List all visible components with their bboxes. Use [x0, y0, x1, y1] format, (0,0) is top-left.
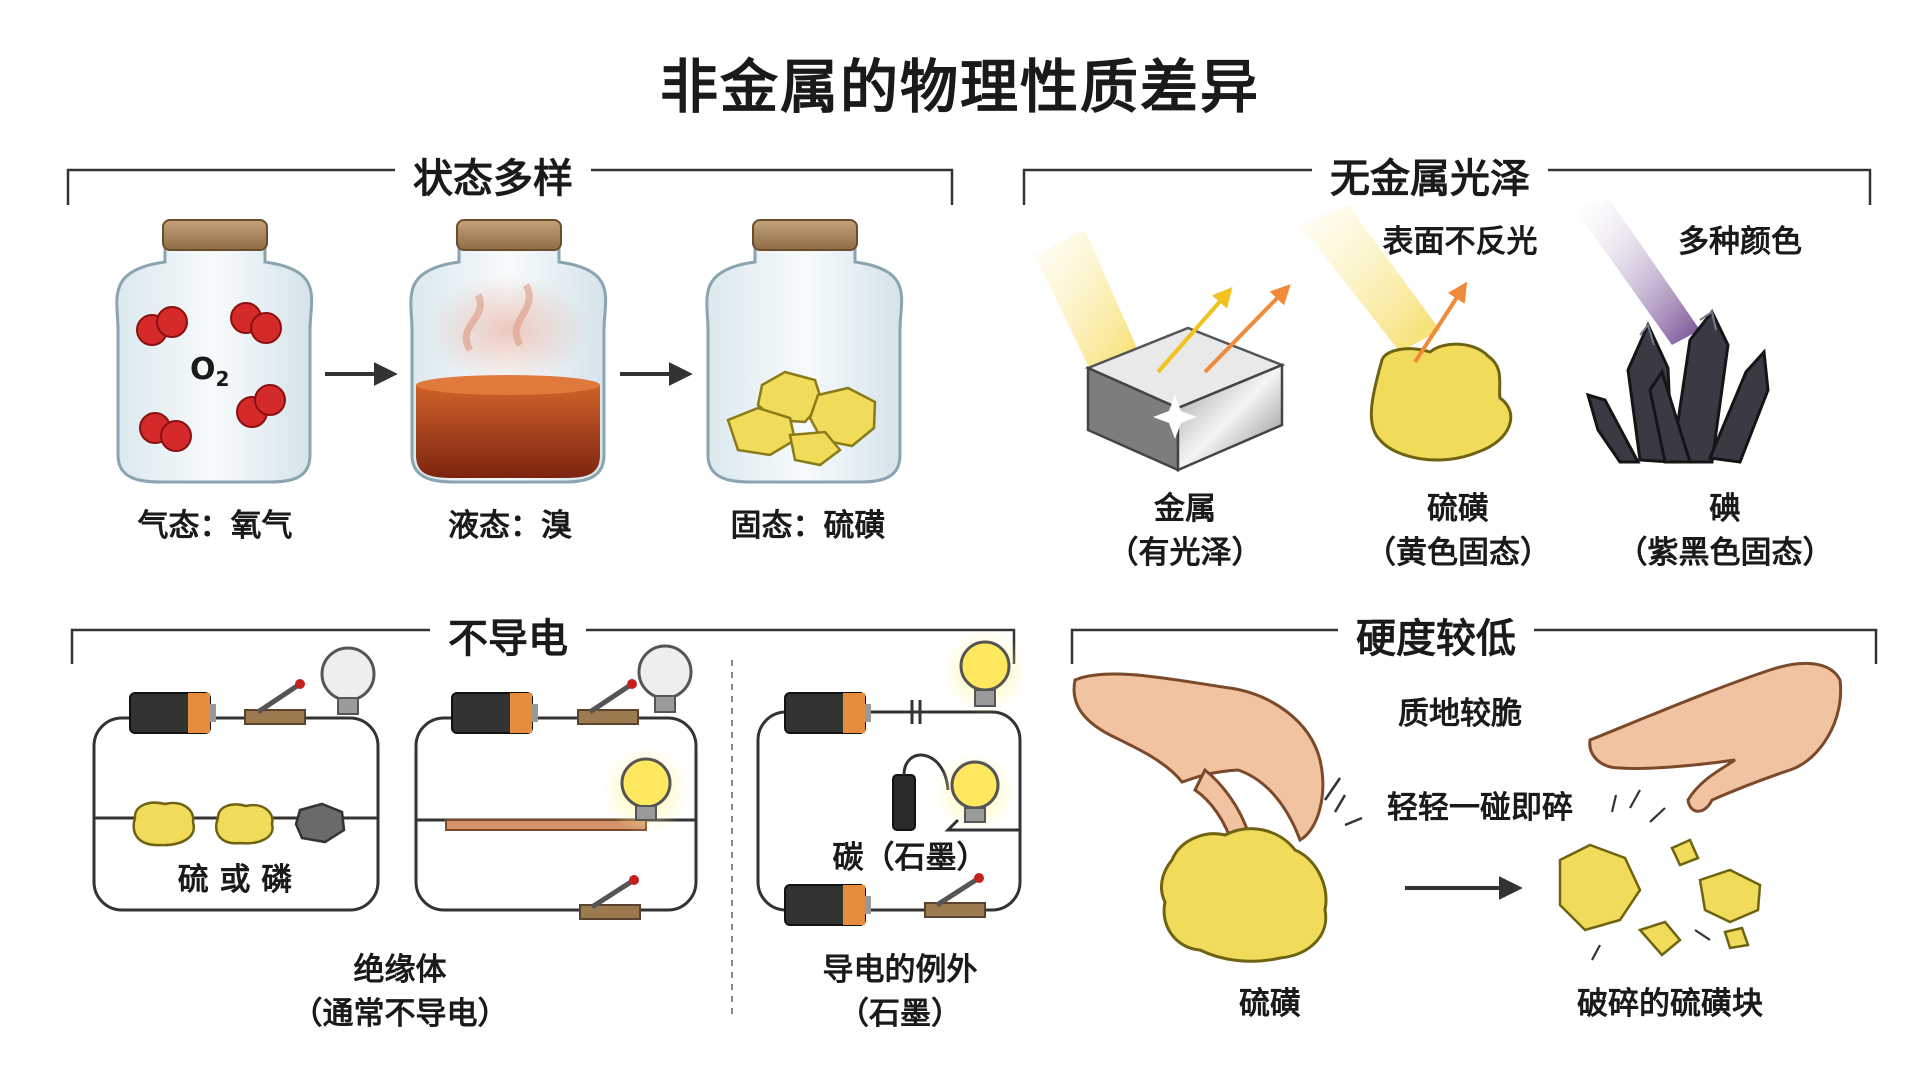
circuit-sample: [92, 646, 380, 912]
page-title: 非金属的物理性质差异: [659, 53, 1260, 121]
fracture-marks: [1591, 789, 1711, 961]
label-sulfur-whole: 硫磺: [1239, 986, 1301, 1022]
label-metal: 金属（有光泽）: [1107, 491, 1263, 571]
label-brittle: 质地较脆: [1398, 696, 1522, 732]
label-no-reflect: 表面不反光: [1382, 224, 1538, 260]
label-sulfur-yellow: 硫磺（黄色固态）: [1365, 491, 1551, 571]
label-gas-oxygen: 气态：氧气: [137, 508, 293, 544]
label-solid-sulfur: 固态：硫磺: [730, 508, 886, 544]
sulfur-chunk: [1300, 205, 1513, 462]
jar-liquid-bromine: [409, 219, 608, 484]
label-iodine: 碘（紫黑色固态）: [1616, 491, 1834, 571]
section-title-hardness: 硬度较低: [1338, 606, 1534, 664]
label-sulfur-or-phosphorus: 硫 或 磷: [177, 862, 293, 898]
section-title-states: 状态多样: [395, 146, 591, 204]
jar-gas: [115, 219, 314, 484]
label-carbon-graphite: 碳（石墨）: [832, 840, 988, 876]
oxygen-molecule: [136, 302, 286, 452]
label-many-colors: 多种颜色: [1678, 224, 1802, 260]
sulfur-whole: [1160, 827, 1328, 963]
circuit-insulator: [414, 644, 698, 920]
label-conductive-exception: 导电的例外（石墨）: [822, 952, 978, 1032]
sulfur-fragments: [1558, 838, 1762, 957]
hand-right: [1588, 661, 1843, 813]
o2-formula: O2: [190, 352, 230, 391]
jar-solid-sulfur: [705, 219, 904, 484]
label-liquid-bromine: 液态：溴: [448, 508, 572, 544]
iodine-crystal: [1572, 200, 1770, 464]
label-broken-sulfur: 破碎的硫磺块: [1577, 986, 1763, 1022]
section-title-conductivity: 不导电: [430, 606, 586, 664]
label-insulator: 绝缘体（通常不导电）: [291, 952, 509, 1032]
label-shatter: 轻轻一碰即碎: [1387, 790, 1573, 826]
circuit-graphite: [756, 630, 1027, 926]
section-title-luster: 无金属光泽: [1312, 146, 1548, 204]
hand-left: [1072, 672, 1325, 854]
metal-cube: [1035, 230, 1291, 472]
impact-marks: [1323, 777, 1363, 827]
